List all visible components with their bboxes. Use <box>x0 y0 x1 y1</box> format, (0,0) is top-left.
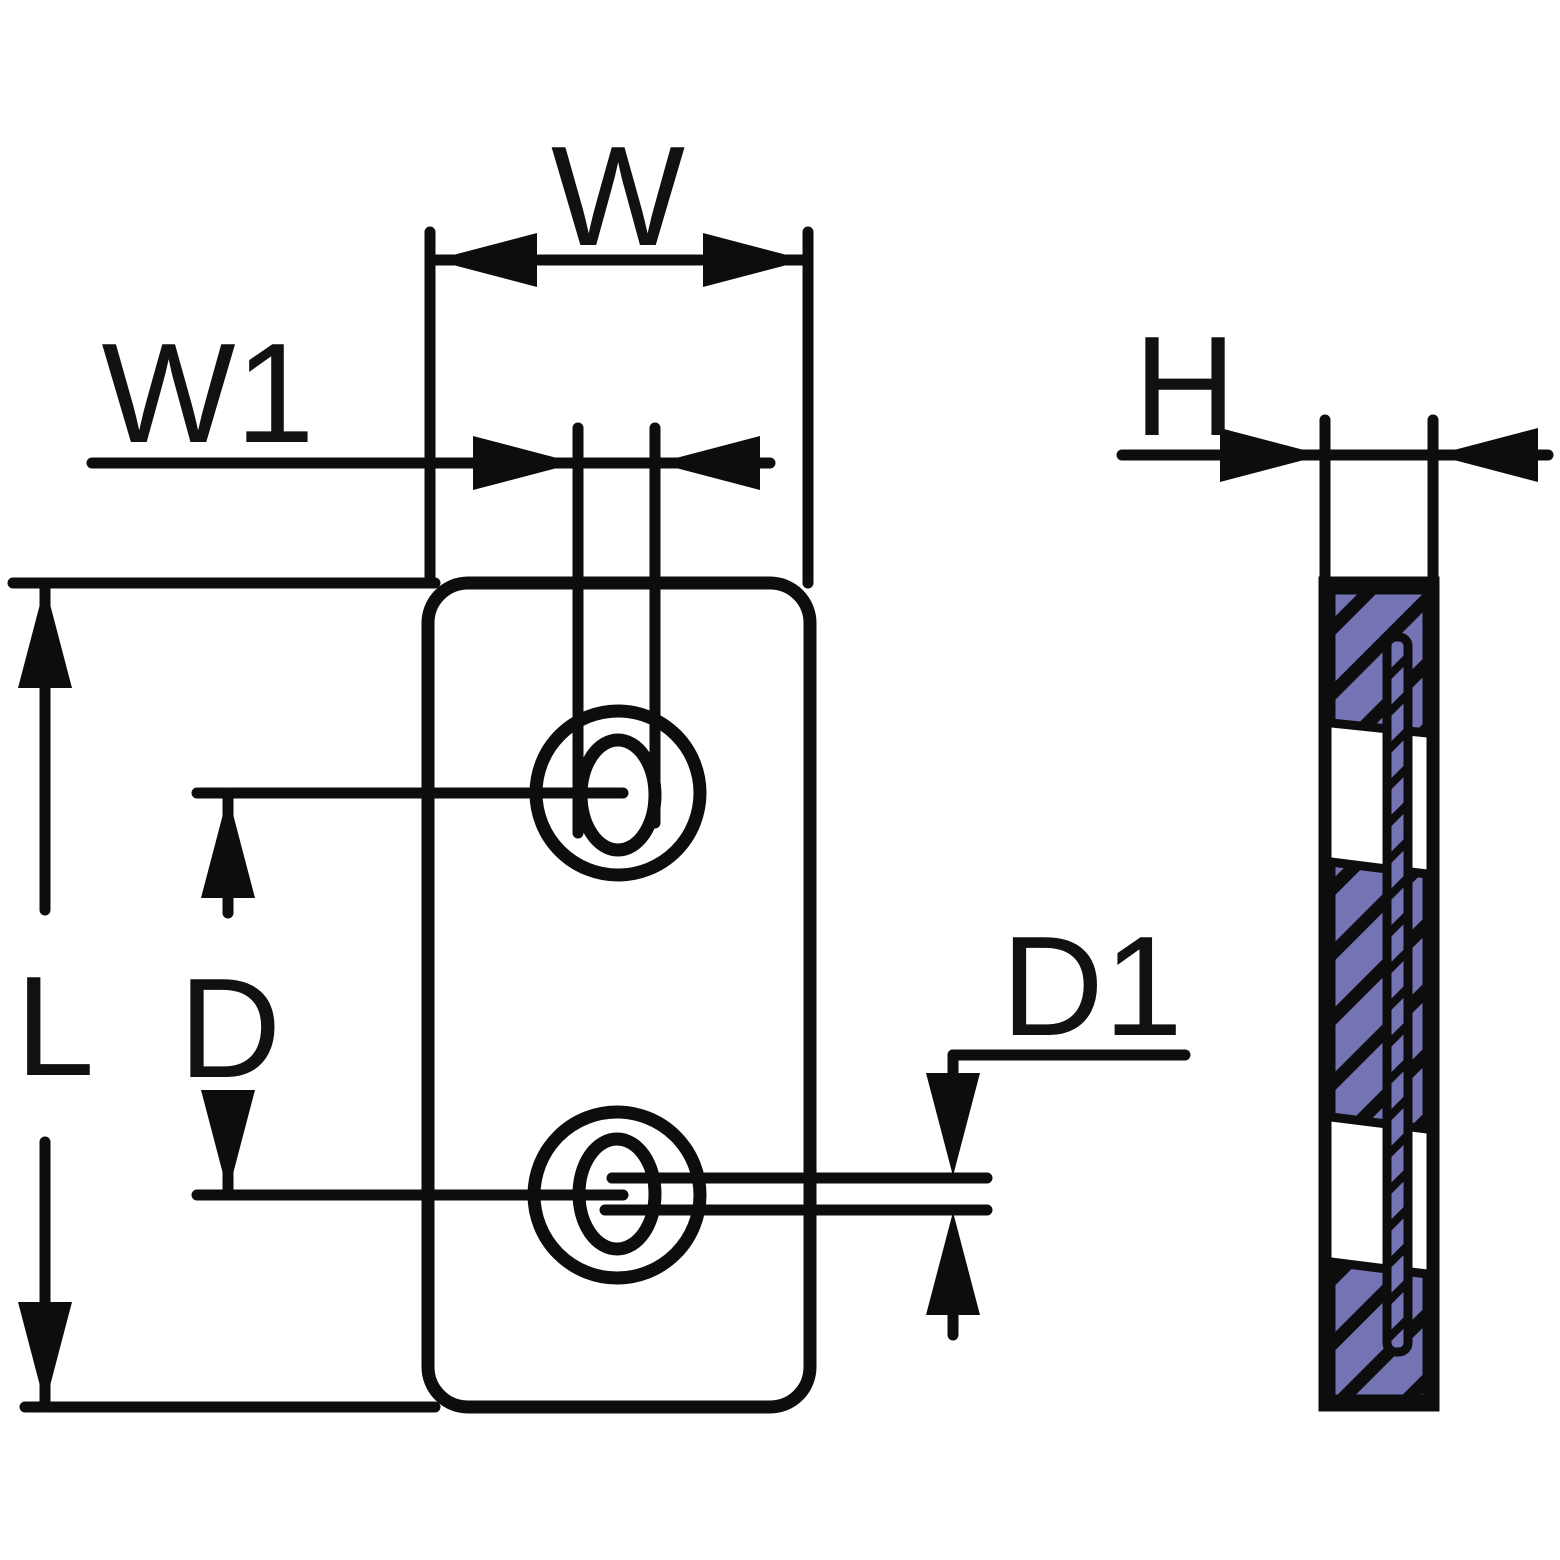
w-label: W <box>551 117 685 276</box>
w-arrowhead-right <box>703 233 806 287</box>
w1-label: W1 <box>102 314 315 473</box>
h-arrowhead-right <box>1435 428 1538 482</box>
dimension-thickness-H: H <box>1116 307 1554 589</box>
d-label: D <box>179 949 282 1108</box>
dimension-slot-width-W1: W1 <box>86 314 776 839</box>
side-hatched-band-top <box>1326 585 1432 738</box>
d-arrowhead-down <box>201 1090 255 1193</box>
side-view-outline <box>1318 576 1440 1412</box>
h-arrowhead-left <box>1220 428 1323 482</box>
w1-arrowhead-right <box>657 436 760 490</box>
w1-arrowhead-left <box>473 436 576 490</box>
d1-arrowhead-down <box>926 1073 980 1176</box>
l-label: L <box>16 947 95 1106</box>
d1-arrowhead-up <box>926 1212 980 1315</box>
dimension-hole-spacing-D: D <box>179 787 629 1201</box>
l-arrowhead-up <box>18 585 72 688</box>
dimension-slot-height-D1: D1 <box>599 907 1191 1341</box>
side-core-insert-strip <box>1382 632 1413 1357</box>
dimension-length-L: L <box>7 577 441 1413</box>
front-view <box>421 576 817 1414</box>
d1-label: D1 <box>1001 907 1183 1066</box>
side-section-view <box>1318 576 1440 1412</box>
h-label: H <box>1134 307 1237 466</box>
side-hatched-band-middle <box>1326 856 1432 1135</box>
side-hatched-band-bottom <box>1326 1256 1432 1404</box>
dimension-width-W: W <box>424 117 814 589</box>
d-arrowhead-up <box>201 795 255 898</box>
l-arrowhead-down <box>18 1302 72 1405</box>
w-arrowhead-left <box>434 233 537 287</box>
plate-body <box>421 576 817 1414</box>
